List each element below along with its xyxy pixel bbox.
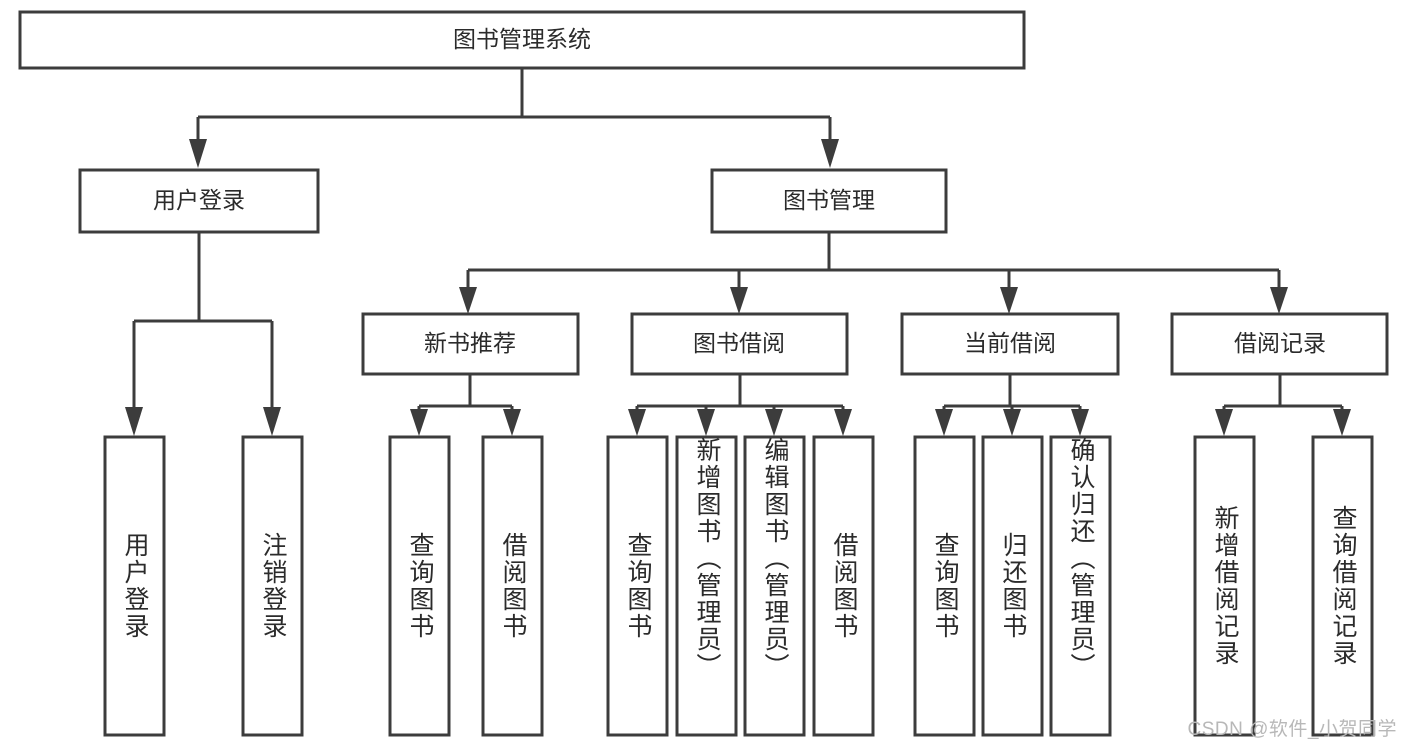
- connector-group-borrow-record-to-leaves: [1215, 374, 1351, 436]
- leaf-box-logout-login[interactable]: [241, 435, 304, 737]
- leaf-box-confirm-return[interactable]: [1049, 435, 1112, 737]
- arrow-head-leaf-query-book-3: [935, 409, 953, 436]
- leaf-box-query-book-1[interactable]: [388, 435, 451, 737]
- leaf-box-edit-book[interactable]: [743, 435, 806, 737]
- node-new-book-recommend-label: 新书推荐: [424, 330, 516, 356]
- node-new-book-recommend-box[interactable]: [361, 312, 580, 376]
- arrow-head-leaf-confirm-return: [1071, 409, 1089, 436]
- arrow-head-leaf-borrow-book-1: [503, 409, 521, 436]
- node-user-login-label: 用户登录: [153, 187, 245, 213]
- node-current-borrow-label: 当前借阅: [964, 330, 1056, 356]
- node-book-management[interactable]: 图书管理: [710, 168, 948, 234]
- arrow-head-book-management: [821, 139, 839, 168]
- csdn-watermark: CSDN @软件_小贺同学: [1187, 719, 1397, 740]
- node-book-borrow[interactable]: 图书借阅: [630, 312, 849, 376]
- connector-group-new-book-recommend-to-leaves: [410, 374, 521, 436]
- node-new-book-recommend[interactable]: 新书推荐: [361, 312, 580, 376]
- arrow-head-leaf-add-record: [1215, 409, 1233, 436]
- leaf-box-query-book-3[interactable]: [913, 435, 976, 737]
- arrow-head-leaf-query-book-2: [628, 409, 646, 436]
- arrow-head-leaf-logout-login: [263, 407, 281, 436]
- node-root-label: 图书管理系统: [453, 26, 591, 52]
- connector-group-current-borrow-to-leaves: [935, 374, 1089, 436]
- node-user-login-box[interactable]: [78, 168, 320, 234]
- node-borrow-record[interactable]: 借阅记录: [1170, 312, 1389, 376]
- node-book-management-label: 图书管理: [783, 187, 875, 213]
- arrow-head-book-borrow: [730, 287, 748, 314]
- leaf-box-return-book[interactable]: [981, 435, 1044, 737]
- leaf-box-query-book-2[interactable]: [606, 435, 669, 737]
- node-current-borrow[interactable]: 当前借阅: [900, 312, 1120, 376]
- node-root[interactable]: 图书管理系统: [18, 10, 1026, 70]
- node-borrow-record-label: 借阅记录: [1234, 330, 1326, 356]
- node-current-borrow-box[interactable]: [900, 312, 1120, 376]
- arrow-head-leaf-user-login: [125, 407, 143, 436]
- arrow-head-leaf-borrow-book-2: [834, 409, 852, 436]
- leaf-box-add-record[interactable]: [1193, 435, 1256, 737]
- node-book-management-box[interactable]: [710, 168, 948, 234]
- connector-group-book-management-to-level3: [459, 232, 1288, 314]
- node-root-box[interactable]: [18, 10, 1026, 70]
- connector-group-user-login-to-leaves: [125, 232, 281, 436]
- arrow-head-leaf-query-book-1: [410, 409, 428, 436]
- arrow-head-new-book-recommend: [459, 287, 477, 314]
- arrow-head-leaf-add-book: [697, 409, 715, 436]
- leaf-box-user-login[interactable]: [103, 435, 166, 737]
- connector-group-root-to-level2: [189, 68, 839, 168]
- node-user-login[interactable]: 用户登录: [78, 168, 320, 234]
- node-borrow-record-box[interactable]: [1170, 312, 1389, 376]
- arrow-head-current-borrow: [1000, 287, 1018, 314]
- leaf-boxes: [103, 435, 1374, 737]
- connector-group-book-borrow-to-leaves: [628, 374, 852, 436]
- arrow-head-leaf-query-record: [1333, 409, 1351, 436]
- leaf-box-borrow-book-1[interactable]: [481, 435, 544, 737]
- arrow-head-leaf-edit-book: [765, 409, 783, 436]
- node-book-borrow-label: 图书借阅: [693, 330, 785, 356]
- leaf-box-add-book[interactable]: [675, 435, 738, 737]
- arrow-head-leaf-return-book: [1003, 409, 1021, 436]
- node-book-borrow-box[interactable]: [630, 312, 849, 376]
- leaf-box-borrow-book-2[interactable]: [812, 435, 875, 737]
- arrow-head-user-login: [189, 139, 207, 168]
- arrow-head-borrow-record: [1270, 287, 1288, 314]
- leaf-box-query-record[interactable]: [1311, 435, 1374, 737]
